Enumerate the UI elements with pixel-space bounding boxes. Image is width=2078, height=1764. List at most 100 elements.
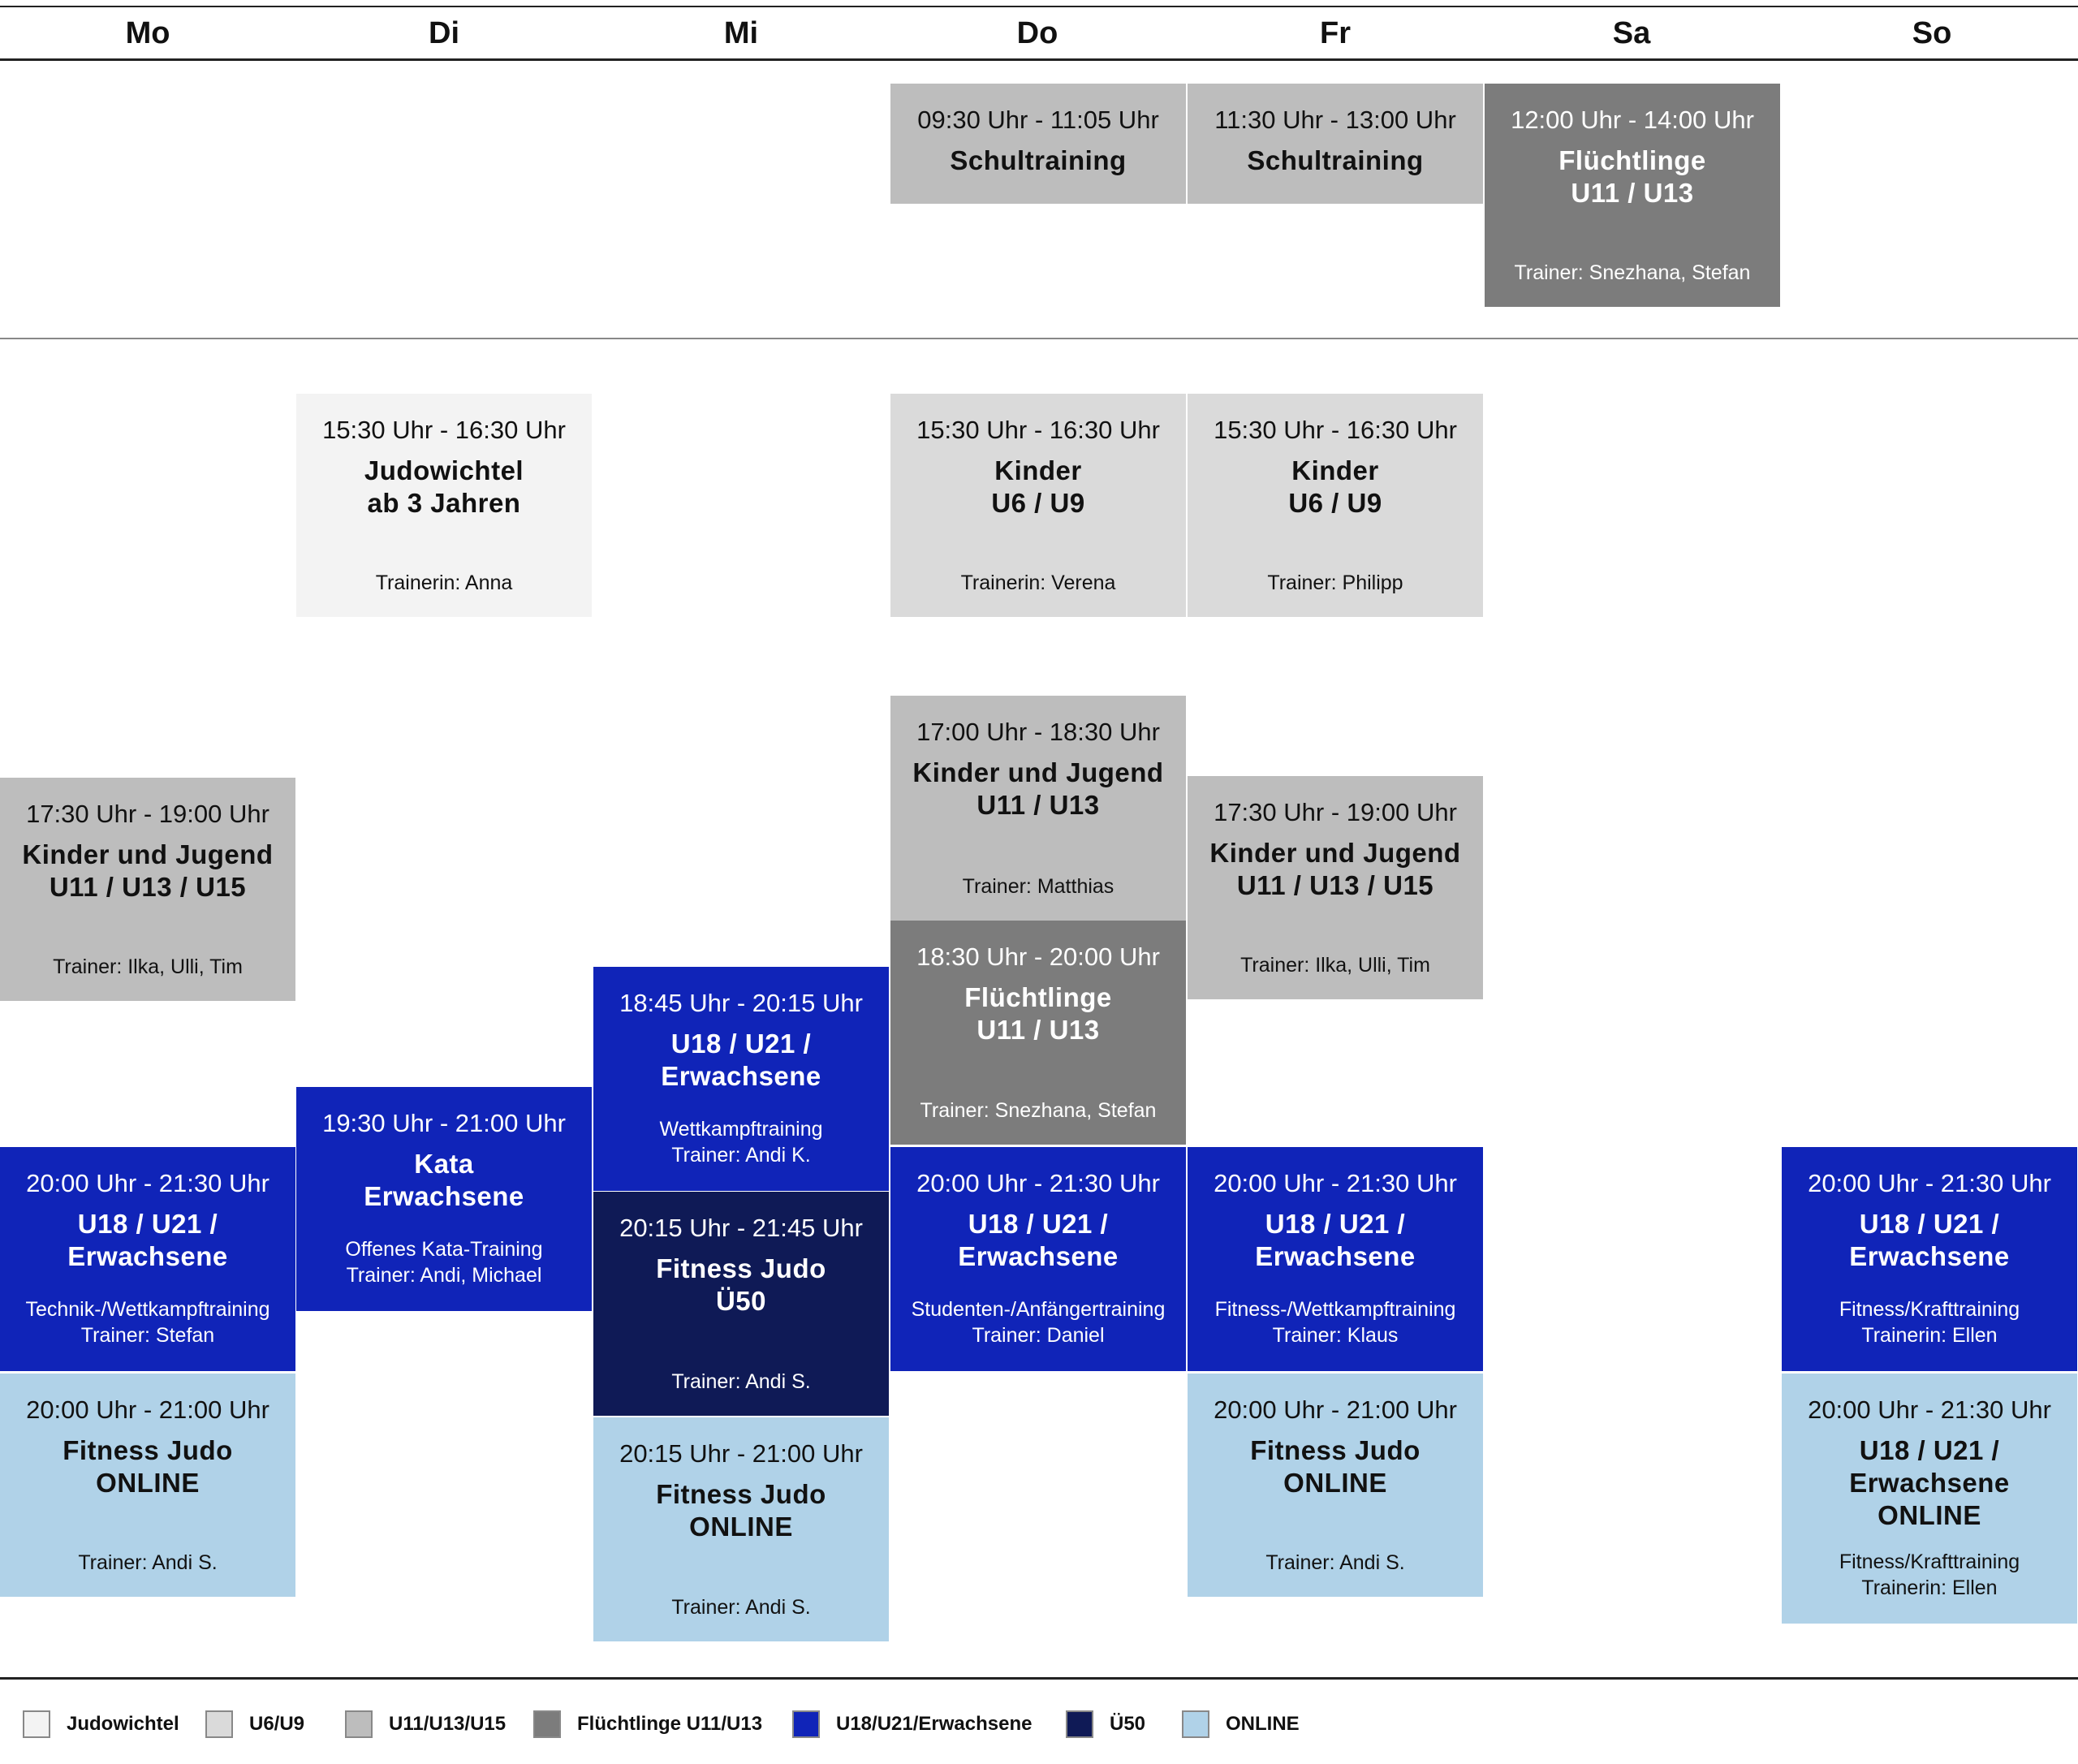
slot-time: 15:30 Uhr - 16:30 Uhr bbox=[1214, 416, 1457, 444]
legend-rule bbox=[0, 1677, 2078, 1680]
slot-title: Kinder und Jugend U11 / U13 bbox=[912, 757, 1164, 820]
day-header-mo: Mo bbox=[125, 16, 170, 50]
legend-label: Ü50 bbox=[1110, 1713, 1146, 1735]
slot-details: Trainerin: Anna bbox=[296, 570, 592, 596]
slot-time: 17:00 Uhr - 18:30 Uhr bbox=[916, 718, 1160, 746]
slot-details: Trainer: Ilka, Ulli, Tim bbox=[1188, 952, 1483, 978]
slot-trainer: Trainer: Snezhana, Stefan bbox=[1514, 261, 1751, 284]
slot-title: Kata Erwachsene bbox=[364, 1149, 524, 1211]
slot-description: Technik-/Wettkampftraining bbox=[25, 1298, 270, 1321]
legend-label: ONLINE bbox=[1226, 1713, 1300, 1735]
slot-trainer: Trainer: Matthias bbox=[962, 875, 1114, 898]
slot-trainer: Trainer: Andi S. bbox=[671, 1596, 811, 1619]
top-rule bbox=[0, 6, 2078, 7]
legend-label: Flüchtlinge U11/U13 bbox=[577, 1713, 763, 1735]
legend-item: Judowichtel bbox=[23, 1708, 179, 1740]
legend-swatch bbox=[533, 1710, 561, 1738]
day-header-di: Di bbox=[429, 16, 459, 50]
slot-details: Trainer: Ilka, Ulli, Tim bbox=[0, 954, 295, 980]
slot-time: 18:45 Uhr - 20:15 Uhr bbox=[619, 989, 863, 1017]
slot-details: Trainer: Andi S. bbox=[1188, 1550, 1483, 1576]
slot-description: Studenten-/Anfängertraining bbox=[911, 1298, 1166, 1321]
legend-swatch bbox=[792, 1710, 820, 1738]
legend-label: U6/U9 bbox=[249, 1713, 305, 1735]
slot-title: Kinder U6 / U9 bbox=[1288, 455, 1382, 518]
slot-trainer: Trainer: Andi K. bbox=[671, 1144, 811, 1167]
slot-description: Offenes Kata-Training bbox=[345, 1238, 543, 1261]
slot-trainer: Trainer: Stefan bbox=[80, 1324, 215, 1347]
legend-item: Ü50 bbox=[1066, 1708, 1145, 1740]
slot-time: 15:30 Uhr - 16:30 Uhr bbox=[916, 416, 1160, 444]
day-header-do: Do bbox=[1016, 16, 1058, 50]
slot-trainer: Trainer: Andi S. bbox=[671, 1370, 811, 1393]
slot-description: Wettkampftraining bbox=[659, 1118, 823, 1141]
day-header-mi: Mi bbox=[723, 16, 759, 50]
legend-item: U6/U9 bbox=[205, 1708, 304, 1740]
slot-trainer: Trainer: Andi, Michael bbox=[346, 1264, 542, 1287]
legend-swatch bbox=[1182, 1710, 1209, 1738]
slot-trainer: Trainerin: Ellen bbox=[1861, 1576, 1998, 1599]
slot-time: 20:00 Uhr - 21:30 Uhr bbox=[26, 1169, 269, 1197]
slot-details: Trainer: Snezhana, Stefan bbox=[890, 1098, 1186, 1124]
slot-time: 11:30 Uhr - 13:00 Uhr bbox=[1214, 106, 1456, 134]
slot-title: Fitness Judo Ü50 bbox=[656, 1253, 826, 1316]
slot-details: Trainerin: Verena bbox=[890, 570, 1186, 596]
slot-title: Kinder U6 / U9 bbox=[991, 455, 1085, 518]
slot-title: U18 / U21 / Erwachsene bbox=[67, 1209, 228, 1271]
slot-details: Trainer: Snezhana, Stefan bbox=[1485, 260, 1780, 286]
slot-title: Schultraining bbox=[1247, 145, 1424, 175]
slot-trainer: Trainerin: Ellen bbox=[1861, 1324, 1998, 1347]
slot-time: 20:00 Uhr - 21:30 Uhr bbox=[1808, 1169, 2051, 1197]
slot-details: Trainer: Andi S. bbox=[0, 1550, 295, 1576]
slot-description: Fitness-/Wettkampftraining bbox=[1214, 1298, 1456, 1321]
header-rule bbox=[0, 58, 2078, 61]
slot-time: 20:15 Uhr - 21:45 Uhr bbox=[619, 1214, 863, 1242]
slot-description: Fitness/Krafttraining bbox=[1839, 1551, 2020, 1573]
slot-trainer: Trainer: Klaus bbox=[1272, 1324, 1399, 1347]
day-header-fr: Fr bbox=[1320, 16, 1351, 50]
legend-label: Judowichtel bbox=[67, 1713, 179, 1735]
slot-title: Fitness Judo ONLINE bbox=[1250, 1435, 1421, 1498]
legend-swatch bbox=[345, 1710, 373, 1738]
slot-details: Trainer: Andi S. bbox=[593, 1369, 889, 1395]
slot-trainer: Trainer: Andi S. bbox=[1265, 1551, 1405, 1574]
legend-swatch bbox=[205, 1710, 233, 1738]
legend-label: U18/U21/Erwachsene bbox=[836, 1713, 1033, 1735]
slot-time: 20:00 Uhr - 21:30 Uhr bbox=[1808, 1395, 2051, 1424]
slot-title: U18 / U21 / Erwachsene bbox=[661, 1029, 821, 1091]
slot-trainer: Trainer: Philipp bbox=[1267, 571, 1403, 594]
slot-time: 20:00 Uhr - 21:30 Uhr bbox=[916, 1169, 1160, 1197]
slot-trainer: Trainer: Snezhana, Stefan bbox=[920, 1099, 1157, 1122]
slot-title: U18 / U21 / Erwachsene ONLINE bbox=[1849, 1435, 2010, 1530]
slot-time: 20:00 Uhr - 21:00 Uhr bbox=[1214, 1395, 1457, 1424]
slot-time: 09:30 Uhr - 11:05 Uhr bbox=[917, 106, 1159, 134]
slot-trainer: Trainer: Ilka, Ulli, Tim bbox=[1240, 954, 1430, 977]
slot-title: Fitness Judo ONLINE bbox=[63, 1435, 233, 1498]
day-header-sa: Sa bbox=[1612, 16, 1651, 50]
slot-trainer: Trainer: Daniel bbox=[972, 1324, 1105, 1347]
legend-item: Flüchtlinge U11/U13 bbox=[533, 1708, 762, 1740]
legend-swatch bbox=[23, 1710, 50, 1738]
slot-time: 17:30 Uhr - 19:00 Uhr bbox=[1214, 798, 1457, 826]
